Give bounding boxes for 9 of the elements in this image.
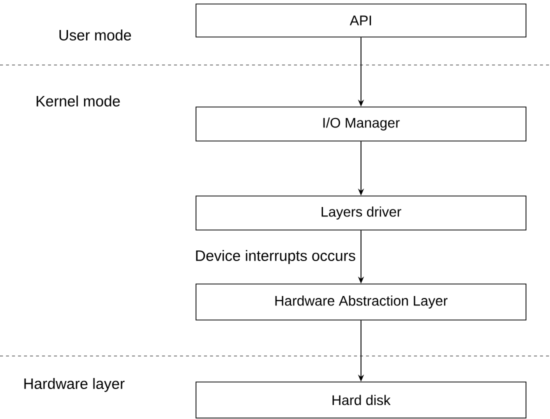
mode-label: Kernel mode	[36, 95, 120, 106]
edge-label: Device interrupts occurs	[196, 250, 356, 264]
process-box: Hardware Abstraction Layer	[196, 284, 526, 320]
process-box: Layers driver	[196, 196, 526, 230]
process-box: Hard disk	[196, 382, 526, 418]
mode-label: Hardware layer	[24, 378, 125, 392]
process-box: I/O Manager	[196, 106, 526, 142]
process-box: API	[196, 4, 526, 38]
mode-label: User mode	[59, 29, 131, 40]
